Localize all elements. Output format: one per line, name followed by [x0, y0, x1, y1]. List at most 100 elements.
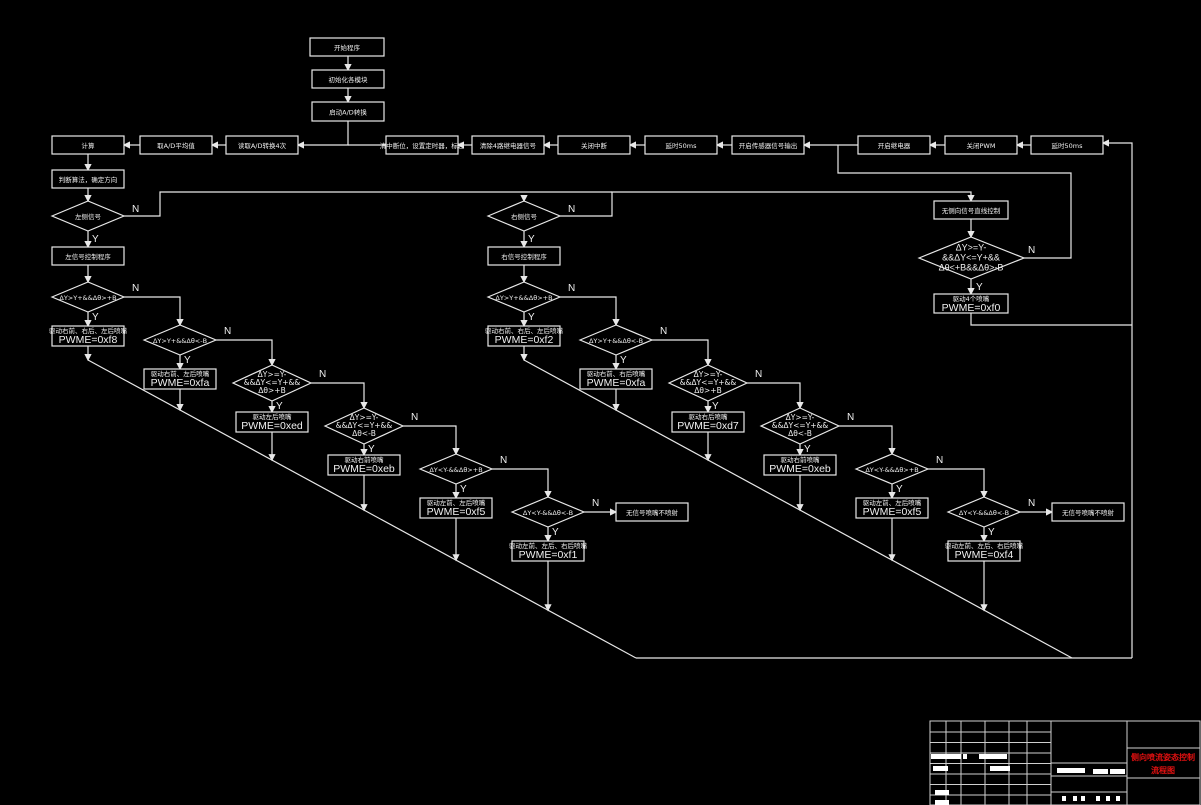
- judge-box: [51, 169, 125, 189]
- mid-yes: Y: [712, 401, 719, 412]
- left-condition-6-label: ΔY<Y-&&Δθ<-B: [523, 509, 573, 517]
- box-open-relay-label: 开启继电器: [878, 141, 911, 150]
- right-program-box: [933, 200, 1009, 220]
- mid-program-box: [487, 246, 561, 266]
- title-block-fill: [1062, 796, 1066, 801]
- title-block-fill: [1073, 796, 1077, 801]
- right-no: N: [1028, 245, 1035, 256]
- mid-no: N: [660, 326, 667, 337]
- mid-yes: Y: [988, 527, 995, 538]
- mid-action-6: [947, 540, 1021, 562]
- left-no: N: [224, 326, 231, 337]
- left-condition-4-label: ΔY>=Y-&&ΔY<=Y+&&Δθ<-B: [336, 413, 393, 438]
- left-action-2-pwm: PWME=0xfa: [151, 377, 210, 389]
- mid-no: N: [847, 412, 854, 423]
- box-close-int: [557, 135, 631, 155]
- left-condition-3: [231, 364, 313, 402]
- mid-condition-6: [946, 496, 1022, 528]
- mid-condition-6-label: ΔY<Y-&&Δθ<-B: [959, 509, 1009, 517]
- connector: [403, 425, 460, 456]
- connector: [928, 468, 988, 499]
- left-action-2-action: 驱动右前、左后喷嘴: [151, 369, 210, 378]
- box-delay1-label: 延时50ms: [666, 141, 698, 150]
- connector: [492, 468, 552, 499]
- connector: [970, 313, 1132, 326]
- right-condition-label: Δθ<+B&&Δθ>-B: [939, 262, 1004, 272]
- init-box: [311, 69, 385, 89]
- drawing-subtitle: 流程图: [1151, 765, 1175, 775]
- left-decision-label: 左侧信号: [75, 212, 102, 221]
- mid-condition-2: [578, 324, 654, 356]
- left-action-3: [235, 411, 309, 433]
- box-ad-avg-label: 取A/D平均值: [157, 141, 195, 150]
- right-condition-label: ΔY>=Y-: [956, 242, 987, 252]
- mid-action-2-action: 驱动右前、右后喷嘴: [587, 369, 646, 378]
- box-clear-int: [385, 135, 459, 155]
- mid-condition-5: [854, 453, 930, 485]
- mid-condition-3-label: ΔY>=Y-&&ΔY<=Y+&&Δθ>+B: [680, 370, 737, 395]
- flowchart-nodes: 开始程序初始化各模块启动A/D转换计算取A/D平均值读取A/D转换4次清中断位，…: [49, 37, 1125, 562]
- mid-action-6-action: 驱动左前、左后、右后喷嘴: [945, 541, 1024, 550]
- left-action-4: [327, 454, 401, 476]
- box-delay2-label: 延时50ms: [1052, 141, 1084, 150]
- left-action-3-pwm: PWME=0xed: [241, 420, 303, 432]
- right-condition: [917, 236, 1026, 280]
- mid-action-4-action: 驱动右前喷嘴: [781, 455, 821, 464]
- box-ad-read-label: 读取A/D转换4次: [238, 141, 287, 150]
- connector: [1101, 139, 1133, 658]
- left-diagonal: [87, 359, 637, 659]
- mid-action-5-action: 驱动左前、左后喷嘴: [863, 498, 922, 507]
- title-block-fill: [1093, 769, 1108, 774]
- left-no: N: [319, 369, 326, 380]
- left-action-1: [51, 325, 125, 347]
- mid-action-3-action: 驱动右后喷嘴: [689, 412, 729, 421]
- box-close-int-label: 关闭中断: [581, 141, 608, 150]
- left-no: N: [592, 498, 599, 509]
- box-ad-avg: [139, 135, 213, 155]
- left-yes: Y: [552, 527, 559, 538]
- left-condition-4: [323, 407, 405, 445]
- left-action-6-action: 驱动左前、左后、右后喷嘴: [509, 541, 588, 550]
- mid-action-5-pwm: PWME=0xf5: [863, 506, 922, 518]
- left-no: N: [132, 283, 139, 294]
- left-condition-2-label: ΔY>Y+&&Δθ<-B: [153, 337, 207, 345]
- left-condition-2: [142, 324, 218, 356]
- mid-diagonal: [523, 359, 1073, 659]
- drawing-title: 侧向喷流姿态控制: [1131, 752, 1195, 762]
- left-action-5-action: 驱动左前、左后喷嘴: [427, 498, 486, 507]
- init-box-label: 初始化各模块: [329, 75, 369, 84]
- ad-start-box-label: 启动A/D转换: [329, 108, 367, 117]
- connector: [311, 382, 368, 410]
- connector: [560, 191, 975, 217]
- connector: [747, 382, 804, 410]
- left-condition-5: [418, 453, 494, 485]
- mid-action-1-pwm: PWME=0xf2: [495, 334, 554, 346]
- judge-box-label: 判断算法，确定方向: [59, 175, 118, 184]
- title-block-fill: [1106, 796, 1110, 801]
- mid-yes: Y: [528, 312, 535, 323]
- title-block-fill: [963, 754, 967, 759]
- left-action-1-action: 驱动右前、右后、左后喷嘴: [49, 326, 128, 335]
- start-box: [309, 37, 385, 57]
- mid-yes: Y: [620, 355, 627, 366]
- left-action-3-action: 驱动左后喷嘴: [253, 412, 293, 421]
- connector-lines: [84, 56, 1133, 659]
- title-block-fill: [935, 800, 949, 805]
- right-action-pwm: PWME=0xf0: [942, 302, 1001, 314]
- left-decision-no: N: [132, 204, 139, 215]
- box-delay2: [1030, 135, 1104, 155]
- mid-decision-no: N: [568, 204, 575, 215]
- connector: [652, 339, 712, 367]
- left-action-4-action: 驱动右前喷嘴: [345, 455, 385, 464]
- connector: [560, 296, 620, 327]
- left-condition-1: [50, 281, 126, 313]
- mid-action-1: [487, 325, 561, 347]
- left-yes: Y: [276, 401, 283, 412]
- right-yes: Y: [976, 282, 983, 293]
- left-no: N: [411, 412, 418, 423]
- connector: [124, 296, 184, 327]
- mid-no-signal-box: [1051, 502, 1125, 522]
- mid-action-4-pwm: PWME=0xeb: [769, 463, 831, 475]
- left-action-4-pwm: PWME=0xeb: [333, 463, 395, 475]
- left-program-box-label: 左信号控制程序: [65, 252, 111, 261]
